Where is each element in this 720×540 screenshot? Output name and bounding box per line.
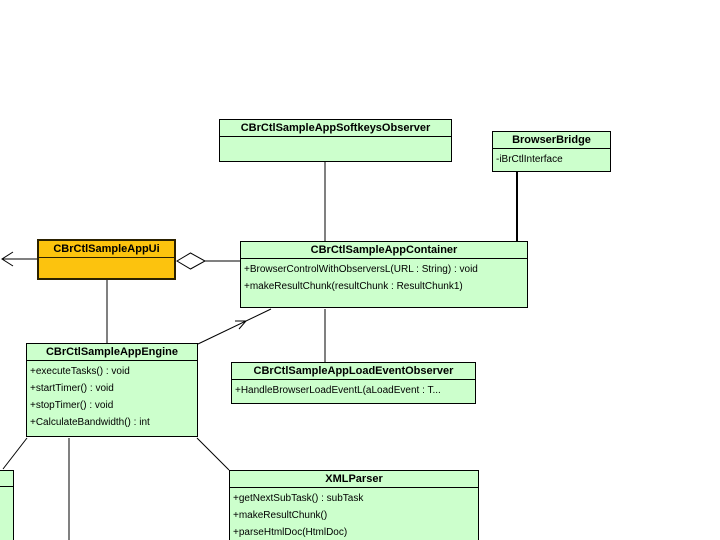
- class-title: CBrCtlSampleAppContainer: [241, 242, 527, 259]
- open-arrow-icon: [235, 320, 248, 330]
- class-softkeys-observer[interactable]: CBrCtlSampleAppSoftkeysObserver: [219, 119, 452, 162]
- class-body-empty: [0, 487, 13, 491]
- class-container[interactable]: CBrCtlSampleAppContainer +BrowserControl…: [240, 241, 528, 308]
- class-title: CBrCtlSampleAppUi: [39, 241, 174, 258]
- class-load-event-observer[interactable]: CBrCtlSampleAppLoadEventObserver +Handle…: [231, 362, 476, 404]
- class-engine[interactable]: CBrCtlSampleAppEngine +executeTasks() : …: [26, 343, 198, 437]
- attribute: -iBrCtlInterface: [496, 154, 563, 165]
- class-body-empty: [220, 137, 451, 159]
- class-title: BrowserBridge: [493, 132, 610, 149]
- class-title: XMLParser: [230, 471, 478, 488]
- class-attributes: -iBrCtlInterface: [493, 149, 610, 170]
- class-offscreen-partial[interactable]: [0, 470, 14, 540]
- class-methods: +getNextSubTask() : subTask +makeResultC…: [230, 488, 478, 540]
- class-title: CBrCtlSampleAppEngine: [27, 344, 197, 361]
- method: +BrowserControlWithObserversL(URL : Stri…: [244, 264, 478, 275]
- class-browser-bridge[interactable]: BrowserBridge -iBrCtlInterface: [492, 131, 611, 172]
- connector-engine-xmlparser: [196, 437, 230, 471]
- class-title: CBrCtlSampleAppSoftkeysObserver: [220, 120, 451, 137]
- method: +startTimer() : void: [30, 383, 114, 394]
- class-app-ui[interactable]: CBrCtlSampleAppUi: [37, 239, 176, 280]
- class-methods: +HandleBrowserLoadEventL(aLoadEvent : T.…: [232, 380, 475, 401]
- class-title: [0, 471, 13, 487]
- method: +stopTimer() : void: [30, 400, 114, 411]
- class-xml-parser[interactable]: XMLParser +getNextSubTask() : subTask +m…: [229, 470, 479, 540]
- method: +makeResultChunk(resultChunk : ResultChu…: [244, 281, 463, 292]
- class-body-empty: [39, 258, 174, 276]
- method: +CalculateBandwidth() : int: [30, 417, 150, 428]
- method: +parseHtmlDoc(HtmlDoc): [233, 527, 348, 538]
- aggregation-diamond-icon: [176, 252, 207, 270]
- class-methods: +executeTasks() : void +startTimer() : v…: [27, 361, 197, 433]
- method: +getNextSubTask() : subTask: [233, 493, 364, 504]
- method: +HandleBrowserLoadEventL(aLoadEvent : T.…: [235, 385, 441, 396]
- connector-engine-container: [197, 308, 272, 345]
- class-methods: +BrowserControlWithObserversL(URL : Stri…: [241, 259, 527, 297]
- connector-engine-offscreen-class: [2, 437, 28, 470]
- class-title: CBrCtlSampleAppLoadEventObserver: [232, 363, 475, 380]
- open-arrow-icon: [1, 251, 14, 267]
- method: +executeTasks() : void: [30, 366, 130, 377]
- method: +makeResultChunk(): [233, 510, 328, 521]
